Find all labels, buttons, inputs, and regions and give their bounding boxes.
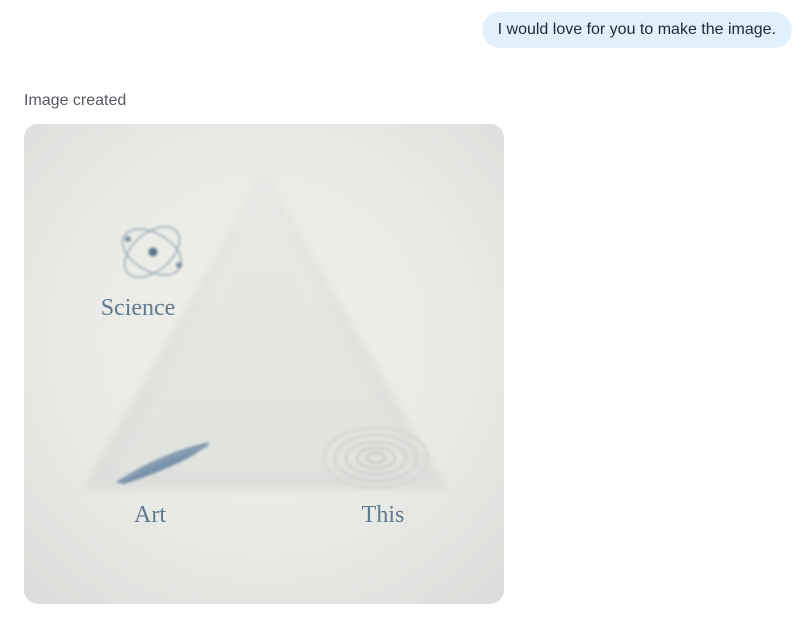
image-status-label: Image created [24, 92, 127, 109]
art-label: Art [134, 502, 166, 528]
ripple-rings-icon [323, 427, 429, 489]
brush-stroke-icon [116, 442, 210, 484]
generated-image[interactable]: Science Art This [24, 124, 504, 604]
science-label: Science [101, 295, 176, 321]
this-label: This [362, 502, 405, 528]
generated-image-canvas: Science Art This [24, 124, 504, 604]
atom-icon [121, 226, 183, 278]
user-message-bubble: I would love for you to make the image. [481, 12, 792, 48]
